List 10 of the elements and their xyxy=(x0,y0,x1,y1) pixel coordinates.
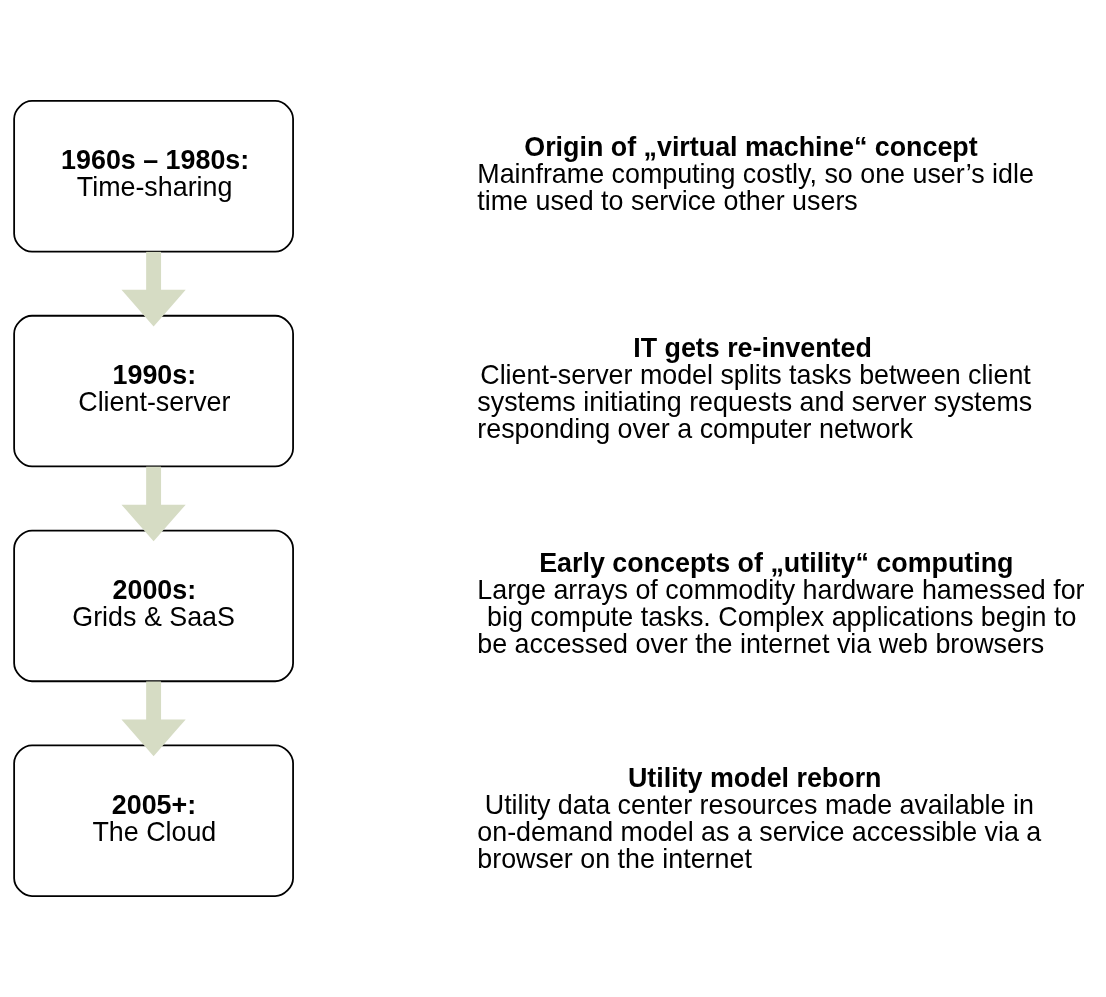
node-label: Origin of „virtual machine“ concept xyxy=(524,132,978,163)
node-label: Utility model reborn xyxy=(627,762,882,793)
arrow xyxy=(121,251,186,327)
arrow xyxy=(121,466,186,542)
arrow xyxy=(121,681,186,757)
node-box: 2005+: The Cloud xyxy=(13,744,294,897)
node-label: Early concepts of „utility“ computing xyxy=(539,548,1014,579)
node-box: 1960s – 1980s: Time-sharing xyxy=(13,100,294,253)
node-box: 2000s: Grids & SaaS xyxy=(13,529,294,683)
node-box: 1990s: Client-server xyxy=(13,314,294,468)
